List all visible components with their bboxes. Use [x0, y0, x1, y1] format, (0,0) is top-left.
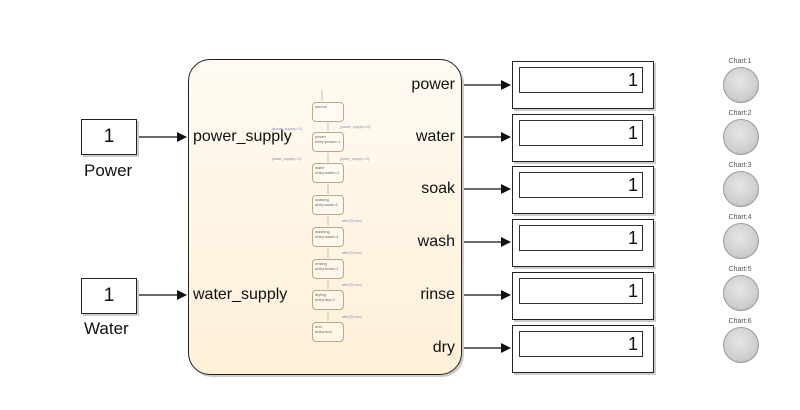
transition-condition: [power_supply==0]	[340, 125, 371, 129]
lamp-2-title: Chart:2	[728, 110, 752, 117]
state-end: end entry:end	[312, 322, 344, 342]
outport-water: water	[415, 128, 455, 145]
outport-power: power	[411, 76, 455, 93]
display-wash-value: 1	[519, 225, 643, 251]
lamp-5-title: Chart:5	[728, 266, 752, 273]
state-source: source	[312, 102, 344, 122]
state-name: washing	[315, 229, 330, 234]
lamp-6-title: Chart:6	[728, 318, 752, 325]
transition-condition: [water_supply==0]	[340, 157, 370, 161]
state-soaking: soaking entry:soak=1	[312, 195, 344, 215]
display-water-value: 1	[519, 120, 643, 146]
display-rinse[interactable]: 1	[512, 272, 654, 320]
transition-condition: after(15,sec)	[342, 251, 363, 255]
display-dry-value: 1	[519, 331, 643, 357]
display-wash[interactable]: 1	[512, 219, 654, 267]
lamp-4[interactable]	[723, 223, 759, 259]
water-constant-value: 1	[103, 285, 115, 306]
state-rinsing: rinsing entry:rinse=1	[312, 259, 344, 279]
state-name: source	[315, 104, 328, 109]
display-rinse-value: 1	[519, 278, 643, 304]
state-entry: entry:power=1	[315, 139, 341, 144]
transition-condition: after(20,sec)	[342, 315, 363, 319]
lamp-5[interactable]	[723, 275, 759, 311]
state-entry: entry:end	[315, 329, 332, 334]
display-water[interactable]: 1	[512, 114, 654, 162]
state-name: rinsing	[315, 261, 327, 266]
state-entry: entry:water=1	[315, 170, 340, 175]
display-power[interactable]: 1	[512, 61, 654, 109]
state-entry: entry:wash=1	[315, 234, 339, 239]
state-name: drying	[315, 292, 326, 297]
outport-wash: wash	[417, 233, 455, 250]
lamp-3[interactable]	[723, 171, 759, 207]
power-constant-label: Power	[84, 161, 133, 180]
water-constant-block[interactable]: 1	[81, 278, 137, 314]
state-name: soaking	[315, 197, 329, 202]
outport-rinse: rinse	[420, 286, 455, 303]
outport-soak: soak	[421, 180, 455, 197]
lamp-2[interactable]	[723, 119, 759, 155]
state-water: water entry:water=1	[312, 163, 344, 183]
transition-condition: after(20,sec)	[342, 283, 363, 287]
display-soak[interactable]: 1	[512, 166, 654, 214]
transition-condition: after(20,sec)	[342, 219, 363, 223]
lamp-6[interactable]	[723, 327, 759, 363]
inport-power-supply: power_supply	[193, 128, 292, 145]
state-drying: drying entry:dry=1	[312, 290, 344, 310]
state-name: power	[315, 134, 326, 139]
lamp-3-title: Chart:3	[728, 162, 752, 169]
display-power-value: 1	[519, 67, 643, 93]
state-washing: washing entry:wash=1	[312, 227, 344, 247]
state-entry: entry:soak=1	[315, 202, 339, 207]
display-soak-value: 1	[519, 172, 643, 198]
inport-water-supply: water_supply	[193, 286, 288, 303]
lamp-1-title: Chart:1	[728, 58, 752, 65]
lamp-1[interactable]	[723, 67, 759, 103]
transition-condition: [water_supply==1]	[272, 157, 302, 161]
outport-dry: dry	[432, 339, 455, 356]
state-name: water	[315, 165, 325, 170]
state-power: power entry:power=1	[312, 132, 344, 152]
state-name: end	[315, 324, 322, 329]
power-constant-block[interactable]: 1	[81, 119, 137, 155]
transition-condition: [power_supply==1]	[272, 127, 303, 131]
state-entry: entry:rinse=1	[315, 266, 339, 271]
water-constant-label: Water	[84, 319, 129, 338]
lamp-4-title: Chart:4	[728, 214, 752, 221]
power-constant-value: 1	[103, 126, 115, 147]
state-entry: entry:dry=1	[315, 297, 336, 302]
display-dry[interactable]: 1	[512, 325, 654, 373]
